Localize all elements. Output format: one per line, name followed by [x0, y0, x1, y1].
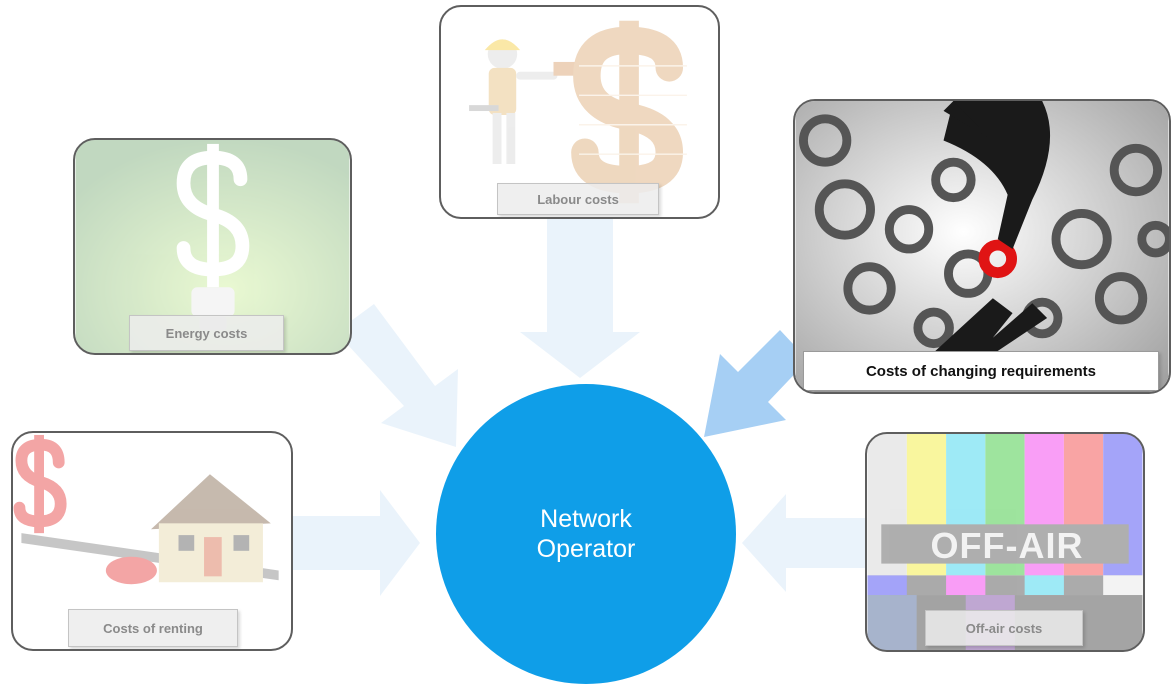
card-renting[interactable]: Costs of renting: [11, 431, 293, 651]
label-offair: Off-air costs: [925, 610, 1083, 646]
card-energy[interactable]: Energy costs: [73, 138, 352, 355]
gears-hands-image: [795, 101, 1169, 392]
labour-worker-dollar-image: [469, 20, 687, 204]
network-operator-node[interactable]: Network Operator: [436, 384, 736, 684]
arrow-energy: [336, 304, 458, 447]
card-changing-requirements[interactable]: Costs of changing requirements: [793, 99, 1171, 394]
arrow-changing[interactable]: [704, 330, 808, 437]
label-renting: Costs of renting: [68, 609, 238, 647]
label-energy: Energy costs: [129, 315, 284, 351]
house-seesaw-image: [13, 434, 279, 585]
card-offair[interactable]: OFF-AIR Off-air costs: [865, 432, 1145, 652]
offair-screen-text: OFF-AIR: [930, 525, 1084, 566]
arrow-offair: [742, 494, 866, 592]
center-label-line2: Operator: [536, 535, 636, 563]
label-labour: Labour costs: [497, 183, 659, 215]
arrow-renting: [290, 490, 420, 596]
arrow-labour: [520, 215, 640, 378]
center-label-line1: Network: [540, 505, 632, 533]
label-changing-requirements: Costs of changing requirements: [803, 351, 1159, 391]
card-labour[interactable]: Labour costs: [439, 5, 720, 219]
